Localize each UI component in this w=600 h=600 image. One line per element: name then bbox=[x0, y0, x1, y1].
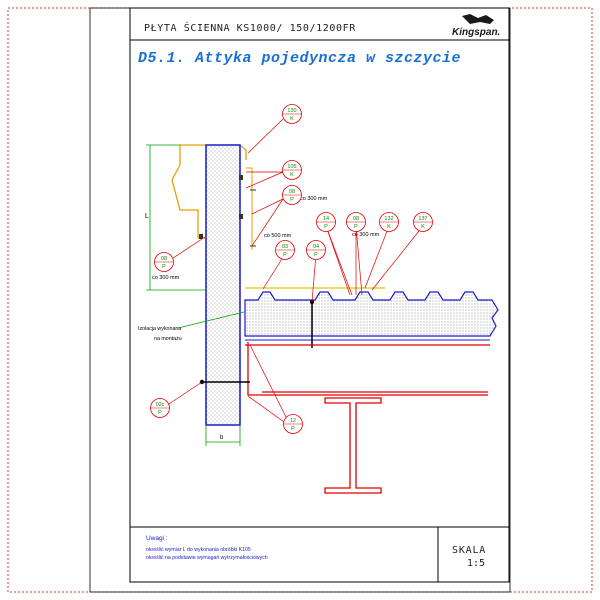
wall-panel-core bbox=[205, 144, 241, 426]
svg-text:04: 04 bbox=[313, 244, 319, 250]
svg-text:14: 14 bbox=[323, 216, 329, 222]
svg-text:P: P bbox=[290, 197, 294, 203]
svg-text:08: 08 bbox=[289, 189, 295, 195]
i-beam bbox=[324, 397, 382, 494]
scale-label: SKALA bbox=[452, 545, 486, 556]
svg-text:K: K bbox=[290, 172, 294, 178]
svg-text:K: K bbox=[290, 116, 294, 122]
inner-frame bbox=[129, 7, 510, 583]
svg-text:12: 12 bbox=[290, 418, 296, 424]
brand-logo-mark-icon bbox=[462, 14, 494, 24]
dim-b-label: b bbox=[220, 435, 224, 441]
svg-text:03: 03 bbox=[282, 244, 288, 250]
callout-08-p-wall: 08 P bbox=[154, 252, 174, 272]
callout-130-k: 130 K bbox=[282, 104, 302, 124]
svg-text:02c: 02c bbox=[156, 402, 165, 408]
flashing-k105 bbox=[246, 167, 253, 250]
fixing-3 bbox=[199, 234, 203, 239]
brand-logo: Kingspan. bbox=[452, 14, 500, 38]
callout-08-p-roof: 08 P bbox=[346, 212, 366, 232]
svg-text:P: P bbox=[291, 426, 295, 432]
callout-137-k: 137 K bbox=[413, 212, 433, 232]
svg-text:08: 08 bbox=[161, 256, 167, 262]
svg-text:105: 105 bbox=[287, 164, 296, 170]
roof-panel-core bbox=[244, 291, 499, 337]
svg-text:08: 08 bbox=[353, 216, 359, 222]
callout-105-k: 105 K bbox=[282, 160, 302, 180]
svg-text:P: P bbox=[283, 252, 287, 258]
svg-text:137: 137 bbox=[418, 216, 427, 222]
callout-04-p: 04 P bbox=[306, 240, 326, 260]
insulation-note-2: na montażu bbox=[154, 336, 182, 342]
brand-name: Kingspan. bbox=[452, 27, 500, 38]
callout-12-p: 12 P bbox=[283, 414, 303, 434]
callout-14-p: 14 P bbox=[316, 212, 336, 232]
callout-08-p-upper: 08 P bbox=[282, 185, 302, 205]
insulation-leader bbox=[177, 311, 245, 329]
notes-heading: Uwagi : bbox=[146, 535, 168, 542]
spacing-note-300-c: co 300 mm bbox=[152, 275, 180, 281]
callout-132-k: 132 K bbox=[379, 212, 399, 232]
svg-text:K: K bbox=[387, 224, 391, 230]
notes-line-2: określić na podstawie wymagań wytrzymało… bbox=[146, 555, 268, 561]
svg-text:K: K bbox=[421, 224, 425, 230]
flashing-k130 bbox=[171, 144, 205, 239]
dim-L-label: L bbox=[145, 213, 149, 220]
callout-02c-p: 02c P bbox=[150, 398, 170, 418]
callout-03-p: 03 P bbox=[275, 240, 295, 260]
svg-text:130: 130 bbox=[287, 108, 296, 114]
spacing-note-500: co 500 mm bbox=[264, 233, 292, 239]
fixing-2 bbox=[239, 214, 243, 219]
fixing-1 bbox=[239, 175, 243, 180]
spacing-note-300-b: co 300 mm bbox=[352, 232, 380, 238]
svg-text:P: P bbox=[324, 224, 328, 230]
svg-text:P: P bbox=[162, 264, 166, 270]
drawing-title: D5.1. Attyka pojedyncza w szczycie bbox=[138, 50, 461, 67]
svg-text:132: 132 bbox=[384, 216, 393, 222]
leader-lines bbox=[162, 118, 424, 428]
scale-value: 1:5 bbox=[467, 558, 485, 569]
svg-text:P: P bbox=[314, 252, 318, 258]
insulation-note-1: Izolacja wykonana bbox=[138, 326, 181, 332]
notes-line-1: określić wymiar L do wykonania obróbki K… bbox=[146, 547, 251, 553]
spacing-note-300-a: co 300 mm bbox=[300, 196, 328, 202]
steel-angle-vert bbox=[247, 342, 262, 396]
product-title: PŁYTA ŚCIENNA KS1000/ 150/1200FR bbox=[144, 21, 356, 34]
svg-text:P: P bbox=[158, 410, 162, 416]
svg-text:P: P bbox=[354, 224, 358, 230]
